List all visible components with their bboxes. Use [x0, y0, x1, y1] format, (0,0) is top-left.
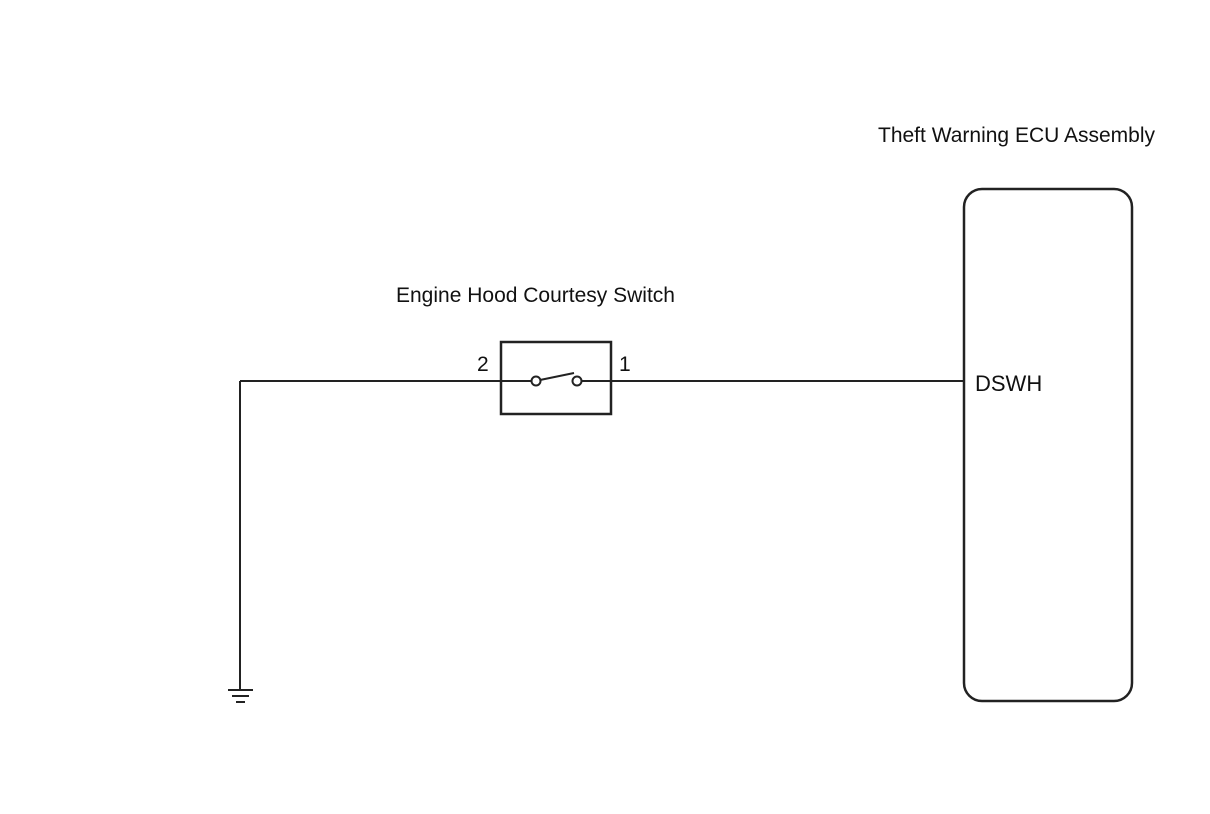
- ground-icon: [228, 689, 253, 703]
- engine-hood-courtesy-switch: Engine Hood Courtesy Switch 2 1: [396, 284, 675, 416]
- ecu-assembly: Theft Warning ECU Assembly DSWH: [878, 124, 1155, 703]
- ecu-title: Theft Warning ECU Assembly: [878, 124, 1155, 147]
- switch-contact-icon: [501, 372, 611, 387]
- switch-body: [499, 340, 613, 416]
- switch-title: Engine Hood Courtesy Switch: [396, 284, 675, 307]
- wires: [239, 380, 964, 690]
- ecu-body: [962, 187, 1134, 703]
- switch-pin-2: 2: [477, 353, 489, 376]
- switch-pin-1: 1: [619, 353, 631, 376]
- ecu-terminal-label: DSWH: [975, 371, 1042, 396]
